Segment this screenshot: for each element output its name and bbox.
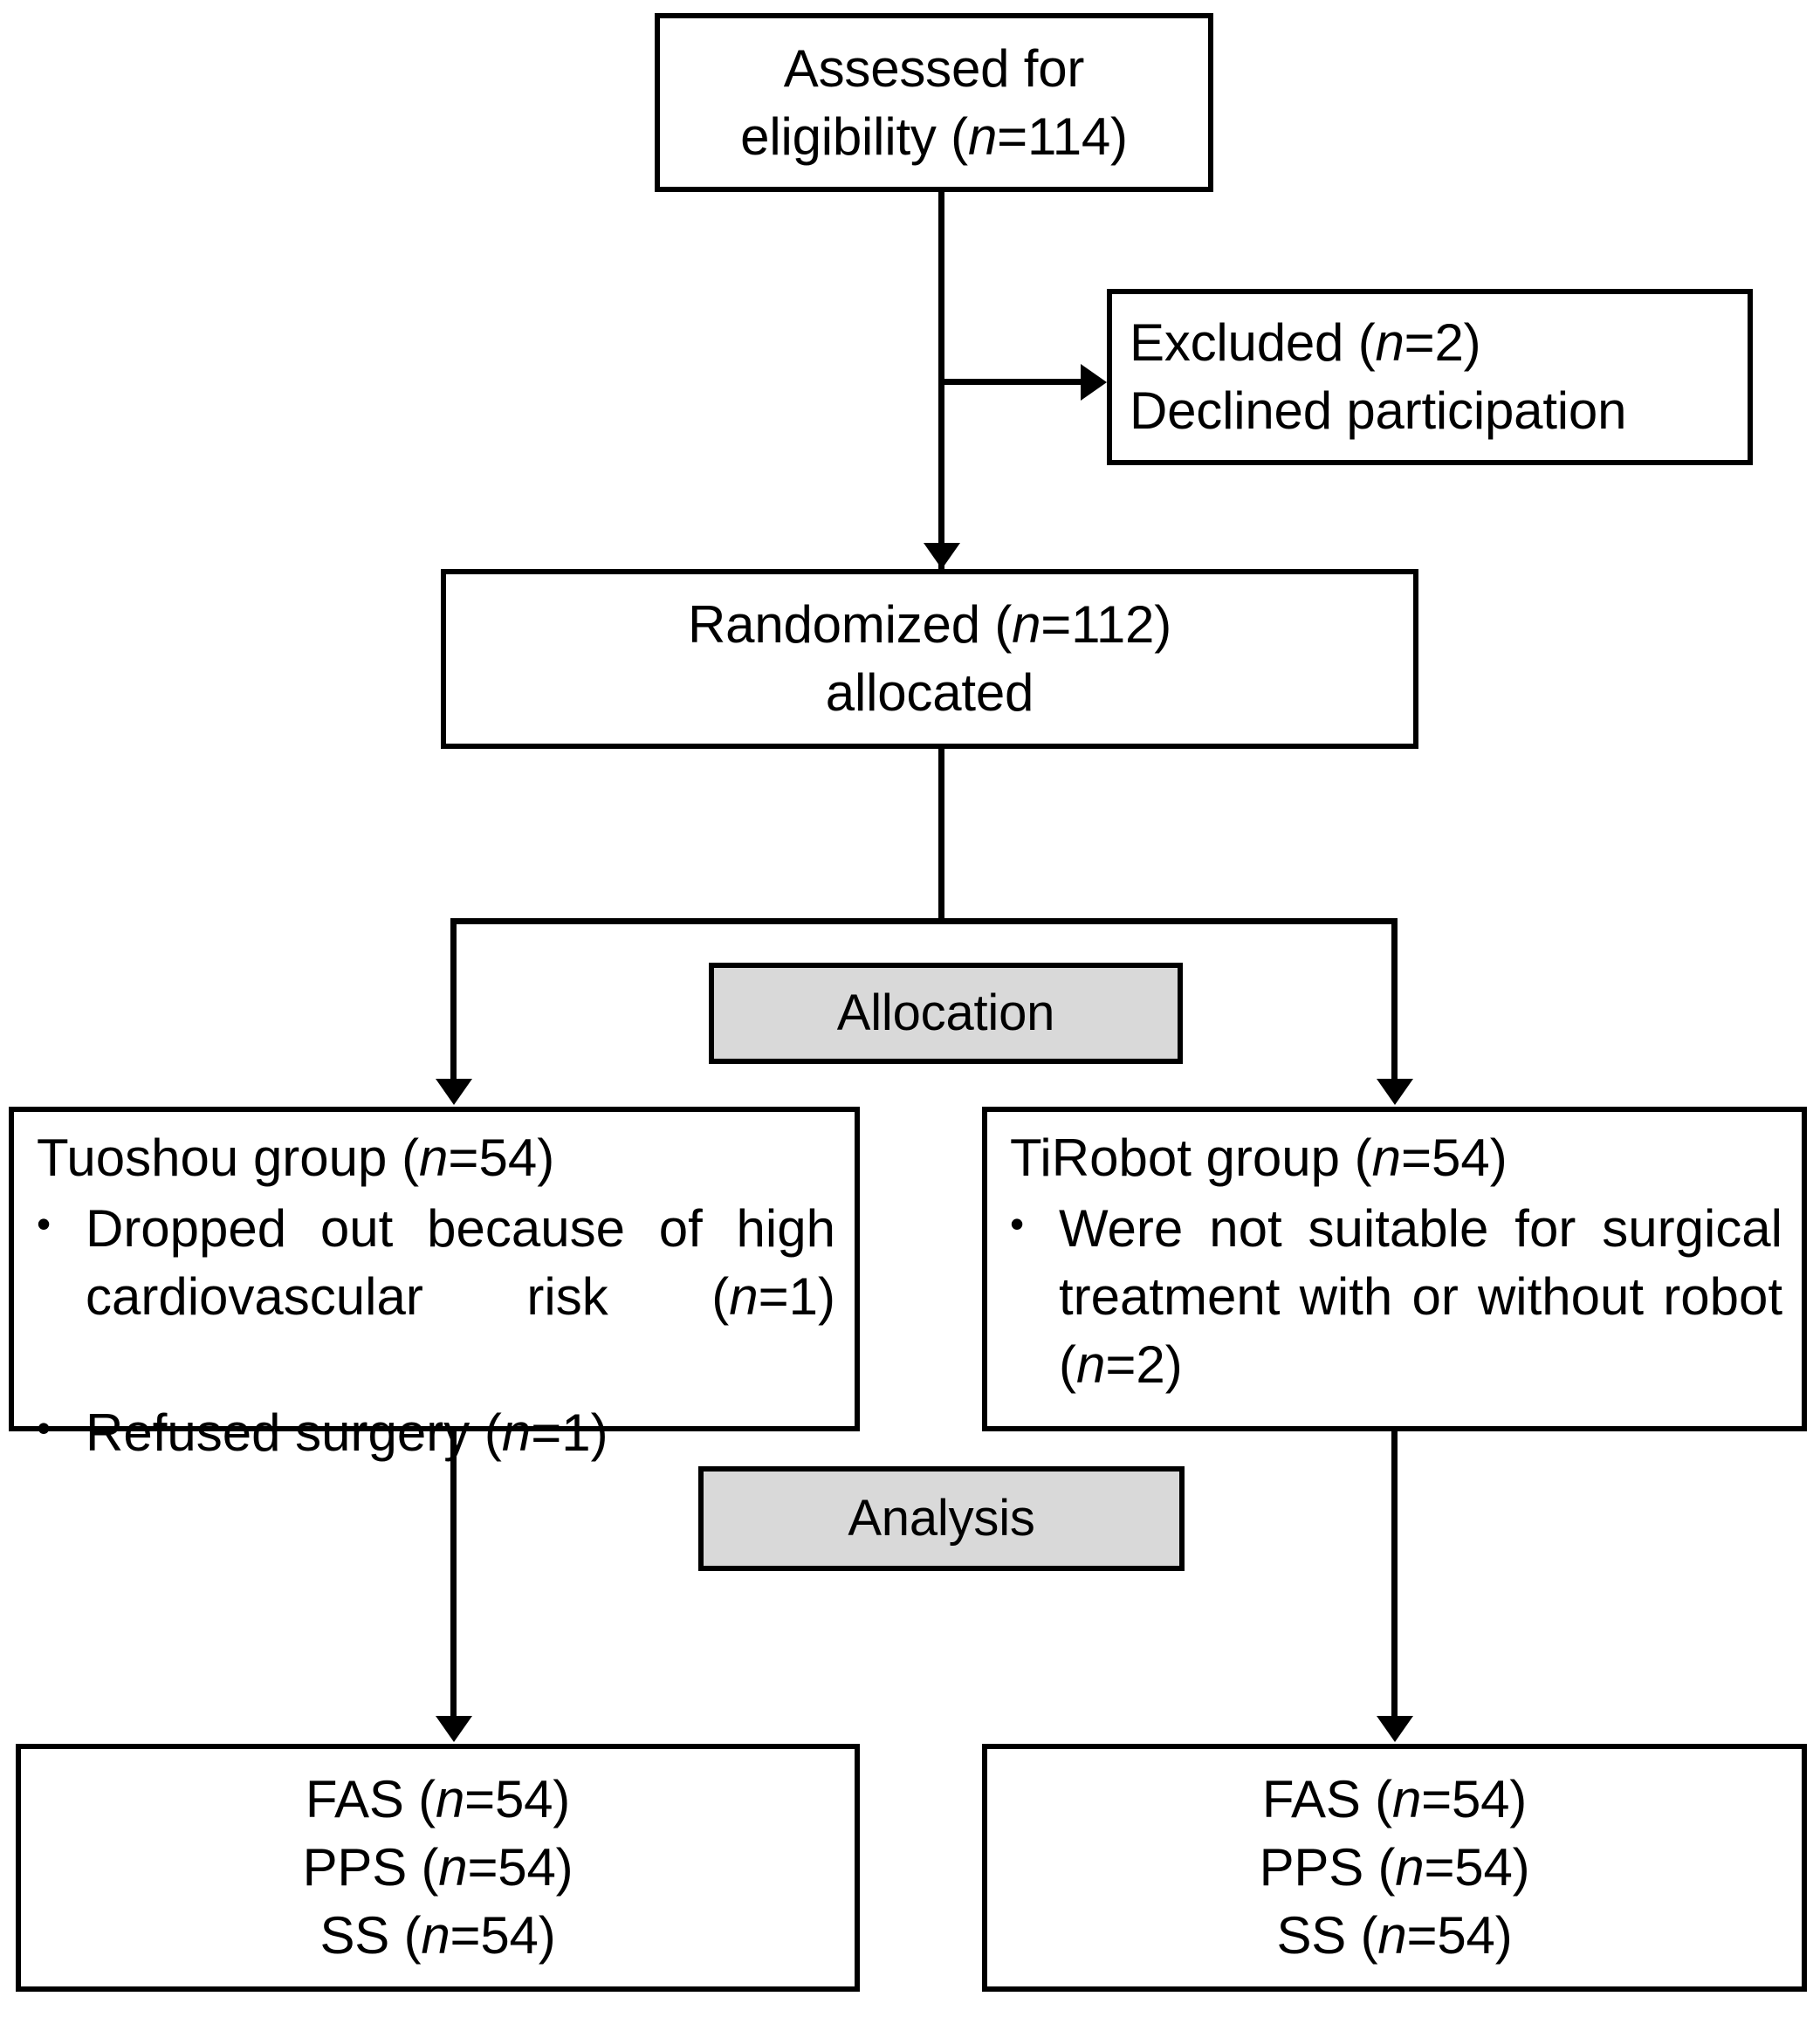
node-assessed-for-eligibility: Assessed for eligibility (n=114)	[655, 13, 1213, 192]
analysis-left-row-ss: SS (n=54)	[319, 1902, 555, 1970]
assessed-n-value: =114)	[997, 106, 1128, 166]
connector-tuoshou-to-analysis	[450, 1431, 457, 1721]
tirobot-bullet-1-n-symbol: n	[1075, 1334, 1106, 1394]
connector-tirobot-to-analysis	[1391, 1431, 1398, 1721]
assessed-line-1: Assessed for	[783, 38, 1085, 98]
analysis-left-fas-n-symbol: n	[435, 1770, 465, 1828]
connector-randomized-stem	[938, 749, 944, 923]
randomized-line-1-pre: Randomized (	[688, 595, 1013, 654]
analysis-label: Analysis	[848, 1490, 1035, 1547]
excluded-n-value: =2)	[1404, 313, 1481, 372]
tuoshou-bullet-1-n-value: =1)	[758, 1266, 835, 1326]
node-analysis-right: FAS (n=54) PPS (n=54) SS (n=54)	[982, 1744, 1807, 1992]
tirobot-header-pre: TiRobot group (	[1010, 1129, 1372, 1187]
analysis-right-pps-pre: PPS (	[1259, 1838, 1396, 1897]
tirobot-n-symbol: n	[1371, 1129, 1402, 1187]
excluded-line-1-pre: Excluded (	[1130, 313, 1376, 372]
analysis-right-ss-n-value: =54)	[1406, 1906, 1513, 1965]
analysis-left-row-pps: PPS (n=54)	[303, 1834, 573, 1902]
tuoshou-header-pre: Tuoshou group (	[37, 1129, 420, 1187]
connector-randomized-to-tuoshou	[450, 918, 457, 1082]
assessed-line-2-pre: eligibility (	[740, 106, 968, 166]
assessed-line-2: eligibility (n=114)	[740, 103, 1128, 171]
tuoshou-bullet-2-text: Refused surgery (n=1)	[86, 1399, 835, 1467]
connector-randomized-to-tirobot	[1391, 918, 1398, 1082]
analysis-left-fas-pre: FAS (	[305, 1770, 436, 1828]
analysis-right-ss-n-symbol: n	[1377, 1906, 1407, 1965]
analysis-right-row-fas: FAS (n=54)	[1262, 1766, 1527, 1834]
arrowhead-into-analysis-right	[1377, 1716, 1413, 1742]
tuoshou-bullet-2-pre: Refused surgery (	[86, 1403, 502, 1462]
analysis-left-row-fas: FAS (n=54)	[306, 1766, 570, 1834]
connector-randomized-split	[450, 918, 1398, 924]
analysis-right-fas-n-value: =54)	[1421, 1770, 1528, 1828]
bullet-marker-icon: •	[1010, 1200, 1025, 1246]
tirobot-n-value: =54)	[1401, 1129, 1508, 1187]
randomized-n-value: =112)	[1040, 595, 1171, 654]
excluded-line-1: Excluded (n=2)	[1130, 309, 1730, 377]
analysis-left-fas-n-value: =54)	[464, 1770, 571, 1828]
arrowhead-into-excluded	[1081, 364, 1107, 401]
randomized-n-symbol: n	[1012, 595, 1041, 654]
analysis-left-ss-n-value: =54)	[450, 1906, 556, 1965]
analysis-left-ss-pre: SS (	[319, 1906, 422, 1965]
analysis-right-row-ss: SS (n=54)	[1276, 1902, 1512, 1970]
analysis-right-row-pps: PPS (n=54)	[1260, 1834, 1530, 1902]
tuoshou-header: Tuoshou group (n=54)	[14, 1128, 855, 1195]
bullet-marker-icon: •	[37, 1200, 52, 1246]
tuoshou-bullet-2-n-symbol: n	[501, 1403, 532, 1462]
analysis-right-fas-n-symbol: n	[1391, 1770, 1422, 1828]
arrowhead-into-tuoshou	[436, 1079, 472, 1105]
analysis-right-ss-pre: SS (	[1276, 1906, 1378, 1965]
arrowhead-into-tirobot	[1377, 1079, 1413, 1105]
tirobot-header: TiRobot group (n=54)	[987, 1128, 1802, 1195]
tirobot-bullet-1-n-value: =2)	[1105, 1334, 1183, 1394]
arrowhead-into-randomized	[924, 543, 960, 569]
randomized-line-2: allocated	[825, 663, 1034, 722]
analysis-right-pps-n-symbol: n	[1395, 1838, 1425, 1897]
excluded-line-2: Declined participation	[1130, 381, 1627, 440]
excluded-n-symbol: n	[1375, 313, 1404, 372]
tuoshou-bullet-2: • Refused surgery (n=1)	[14, 1399, 855, 1467]
analysis-left-pps-n-value: =54)	[467, 1838, 573, 1897]
tuoshou-bullet-1: • Dropped out because of high cardiovasc…	[14, 1195, 855, 1399]
node-excluded: Excluded (n=2) Declined participation	[1107, 289, 1753, 465]
connector-assessed-to-excluded	[938, 379, 1082, 385]
allocation-label: Allocation	[836, 984, 1055, 1041]
bullet-marker-icon: •	[37, 1404, 52, 1451]
analysis-right-fas-pre: FAS (	[1261, 1770, 1392, 1828]
node-tuoshou-group: Tuoshou group (n=54) • Dropped out becau…	[9, 1107, 860, 1462]
analysis-left-ss-n-symbol: n	[421, 1906, 450, 1965]
arrowhead-into-analysis-left	[436, 1716, 472, 1742]
tirobot-bullet-1: • Were not suitable for surgical treatme…	[987, 1195, 1802, 1467]
node-tirobot-group: TiRobot group (n=54) • Were not suitable…	[982, 1107, 1807, 1431]
node-randomized: Randomized (n=112) allocated	[441, 569, 1418, 749]
analysis-right-pps-n-value: =54)	[1424, 1838, 1530, 1897]
tuoshou-n-value: =54)	[448, 1129, 555, 1187]
analysis-left-pps-pre: PPS (	[302, 1838, 439, 1897]
tuoshou-bullet-1-n-symbol: n	[729, 1266, 759, 1326]
stage-band-allocation: Allocation	[709, 963, 1183, 1064]
assessed-n-symbol: n	[967, 106, 998, 166]
randomized-line-1: Randomized (n=112)	[688, 591, 1171, 659]
tirobot-bullet-1-text: Were not suitable for surgical treatment…	[1059, 1195, 1782, 1467]
tuoshou-bullet-2-n-value: =1)	[531, 1403, 608, 1462]
tuoshou-bullet-1-pre: Dropped out because of high cardiovascul…	[86, 1198, 835, 1326]
node-analysis-left: FAS (n=54) PPS (n=54) SS (n=54)	[16, 1744, 860, 1992]
tirobot-bullet-1-pre: Were not suitable for surgical treatment…	[1059, 1198, 1782, 1394]
analysis-left-pps-n-symbol: n	[438, 1838, 468, 1897]
stage-band-analysis: Analysis	[698, 1466, 1185, 1571]
tuoshou-bullet-1-text: Dropped out because of high cardiovascul…	[86, 1195, 835, 1399]
tuoshou-n-symbol: n	[419, 1129, 449, 1187]
